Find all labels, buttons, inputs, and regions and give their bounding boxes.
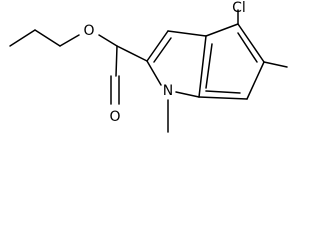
bond-c6-methyl	[263, 61, 288, 68]
bond-c3-c3a	[167, 30, 207, 37]
bond-ethyl-to-oxygen	[59, 34, 80, 47]
bond-c6-c7-double	[198, 96, 248, 100]
chemical-structure-diagram: O O N Cl	[9, 0, 288, 133]
oxygen-ester-label: O	[83, 23, 94, 39]
oxygen-carbonyl-label: O	[109, 109, 120, 125]
bond-c4-c5-double	[237, 23, 265, 63]
bond-ethyl-terminal	[9, 29, 36, 47]
bond-c7a-c3a-aromatic-inner	[205, 43, 213, 89]
bond-n1-c7a	[175, 91, 200, 98]
bond-c2-n1	[146, 60, 162, 86]
bond-c2-c3-double-inner	[153, 37, 172, 63]
bond-carbonyl-to-c2	[116, 45, 148, 62]
bond-ethyl-ch2-left	[34, 29, 61, 47]
bond-c5-c6	[246, 61, 265, 100]
bond-c3a-c4	[205, 23, 239, 37]
nitrogen-label: N	[163, 83, 173, 99]
bond-c2-c3-double	[146, 30, 169, 62]
bond-carbonyl-double-a	[115, 45, 118, 77]
bond-c6-c7-double-inner	[205, 90, 241, 94]
chlorine-label: Cl	[232, 0, 246, 16]
bond-c4-c5-double-inner	[237, 32, 258, 63]
bond-oxygen-to-carbonyl-carbon	[98, 34, 118, 47]
bond-c3a-c7a	[198, 35, 207, 98]
